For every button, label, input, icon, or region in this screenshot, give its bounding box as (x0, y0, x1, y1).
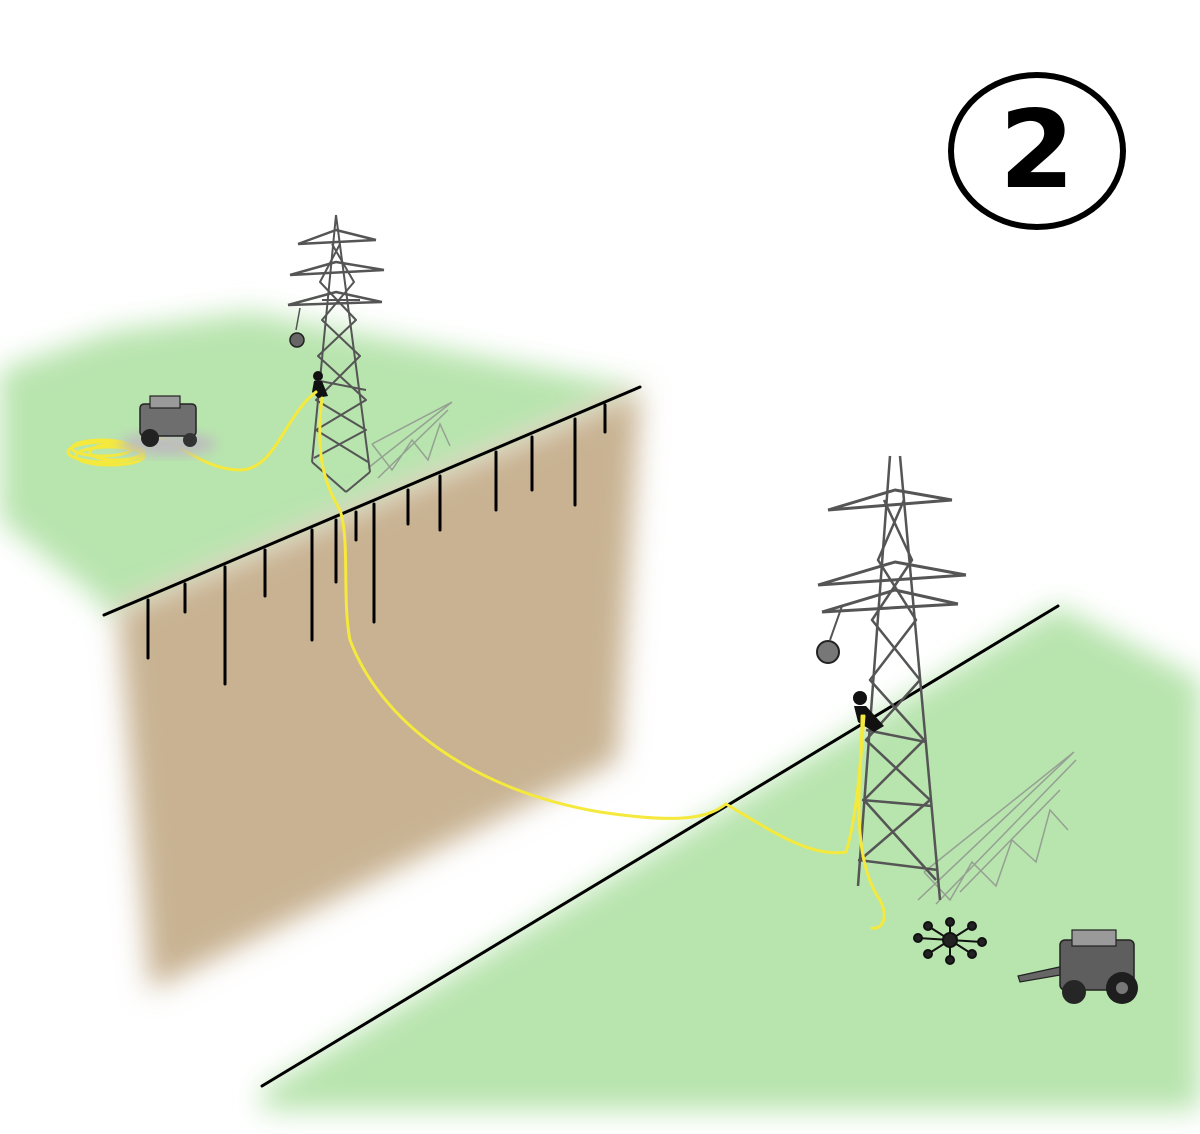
coil-loop (74, 445, 146, 467)
left-tower-shadow (367, 401, 453, 479)
climber-icon (853, 691, 884, 732)
pulley-wheel (289, 332, 305, 348)
cliff-edge (102, 385, 1060, 1088)
drone-rotor (923, 949, 933, 959)
transmission-tower-icon (287, 214, 385, 493)
climber-body (854, 706, 884, 732)
drone-rotor (977, 937, 987, 947)
drone-icon (913, 917, 987, 965)
right-edge-line (260, 604, 1060, 1088)
pulley-hanger (295, 307, 301, 331)
tower-base-right (345, 471, 371, 493)
winch-machine-icon (120, 395, 216, 456)
pulley-wheel (816, 640, 840, 664)
drone-rotor (967, 921, 977, 931)
drone-rotor (945, 955, 955, 965)
tower-lattice (857, 499, 939, 881)
winch-wheel (1062, 980, 1086, 1004)
right-plateau (262, 606, 1200, 1110)
climber-head (313, 371, 323, 381)
rope-down-right-tower (857, 714, 886, 930)
pulley-block-icon (816, 605, 843, 664)
winch-top (1071, 929, 1117, 947)
tower-legs (311, 214, 371, 473)
pulley-hanger (829, 605, 843, 641)
drone-rotor (913, 933, 923, 943)
winch-wheel-hub (1116, 982, 1128, 994)
left-grass-area (0, 312, 640, 616)
drone-rotor (923, 921, 933, 931)
winch-wheel (141, 429, 159, 447)
step-number-badge: 2 (948, 72, 1126, 230)
step-number-ring (948, 72, 1126, 230)
transmission-tower-icon (817, 455, 967, 901)
tower-shadows (367, 401, 1077, 905)
winch-machine-icon (1017, 929, 1138, 1004)
tower-crossarms (817, 488, 967, 614)
drone-rotor (945, 917, 955, 927)
drone-rotor (967, 949, 977, 959)
winch-top (149, 395, 181, 409)
tower-crossarms (287, 228, 385, 307)
left-edge-line (102, 385, 642, 617)
right-grass-area (262, 606, 1200, 1110)
pulley-block-icon (289, 307, 305, 348)
winch-wheel (183, 433, 197, 447)
right-tower-shadow (917, 751, 1077, 905)
rope-down-cliff (318, 396, 728, 820)
climber-head (853, 691, 867, 705)
step-number: 2 (999, 88, 1075, 213)
tower-base-left (311, 461, 347, 493)
cliff-fissures (146, 403, 607, 686)
drone-body (942, 932, 958, 948)
tower-lattice (313, 243, 369, 463)
